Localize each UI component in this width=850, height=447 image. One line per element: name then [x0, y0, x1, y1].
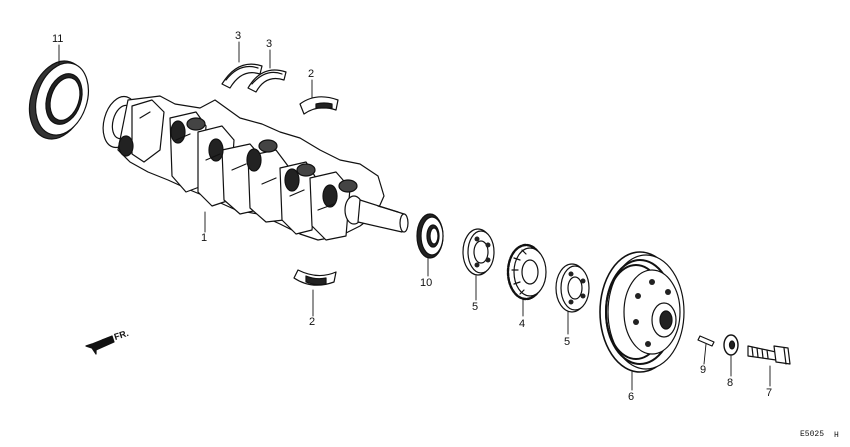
callout-7: 7	[766, 387, 773, 399]
bolt-drawing	[747, 345, 791, 365]
callout-5-a: 5	[472, 301, 479, 313]
callout-9: 9	[700, 364, 707, 376]
upper-bearing-shell-drawing	[299, 96, 339, 115]
guide-plate-a-drawing	[462, 228, 495, 276]
drawing-suffix: H	[834, 431, 839, 440]
callout-2-a: 2	[308, 68, 315, 80]
callout-4: 4	[519, 318, 526, 330]
lower-bearing-shell-drawing	[293, 269, 337, 286]
callout-5-b: 5	[564, 336, 571, 348]
callout-8: 8	[727, 377, 734, 389]
timing-pulley-drawing	[506, 243, 547, 301]
crankshaft-drawing	[102, 95, 409, 241]
drawing-code: E5025	[800, 430, 825, 439]
callout-3-a: 3	[235, 30, 242, 42]
callout-6: 6	[628, 391, 635, 403]
washer-drawing	[723, 334, 739, 356]
guide-plate-b-drawing	[555, 263, 590, 313]
key-drawing	[697, 335, 715, 347]
callout-11: 11	[52, 33, 64, 45]
callout-10: 10	[420, 277, 433, 289]
rear-oil-seal-drawing	[28, 60, 89, 140]
crank-pulley-drawing	[599, 251, 685, 373]
callout-1: 1	[201, 232, 208, 244]
callout-2-b: 2	[309, 316, 316, 328]
front-direction-arrow	[85, 335, 115, 355]
leader-lines	[58, 41, 771, 391]
thrust-washers-drawing	[221, 63, 287, 93]
callout-3-b: 3	[266, 38, 273, 50]
front-oil-seal-drawing	[416, 213, 444, 259]
